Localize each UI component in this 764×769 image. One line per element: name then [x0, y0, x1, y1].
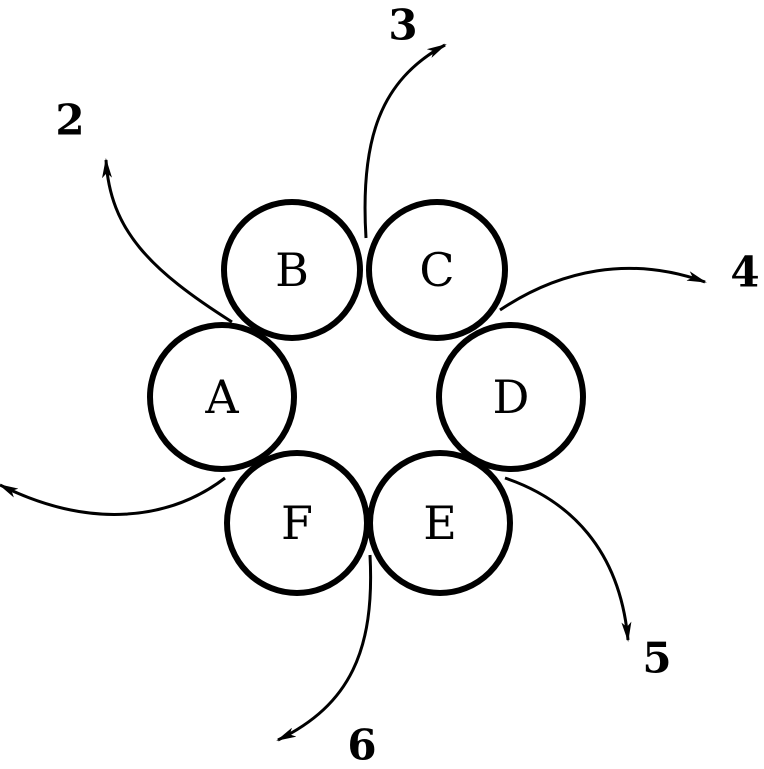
circle-e-label: E [423, 496, 457, 550]
circle-b-label: B [275, 243, 309, 297]
circle-e: E [367, 450, 513, 596]
flow-arrow-4 [499, 266, 707, 312]
circle-f-label: F [281, 496, 313, 550]
circle-d-label: D [493, 370, 530, 424]
outlet-label-5: 5 [642, 634, 671, 683]
flow-arrow-3 [363, 43, 447, 239]
circle-f: F [224, 450, 370, 596]
circle-c-label: C [419, 243, 454, 297]
flow-arrow-unlabeled [0, 476, 226, 516]
circle-d: D [436, 322, 586, 472]
circle-b: B [221, 199, 363, 341]
outlet-label-3: 3 [388, 1, 417, 50]
flow-arrow-2 [102, 158, 233, 324]
outlet-label-4: 4 [730, 248, 759, 297]
circle-a: A [147, 322, 297, 472]
outlet-label-2: 2 [55, 96, 84, 145]
circle-c: C [366, 199, 508, 341]
circle-a-label: A [204, 370, 239, 424]
outlet-label-6: 6 [347, 721, 376, 769]
flow-arrow-5 [504, 476, 632, 642]
flow-arrow-6 [276, 554, 373, 742]
